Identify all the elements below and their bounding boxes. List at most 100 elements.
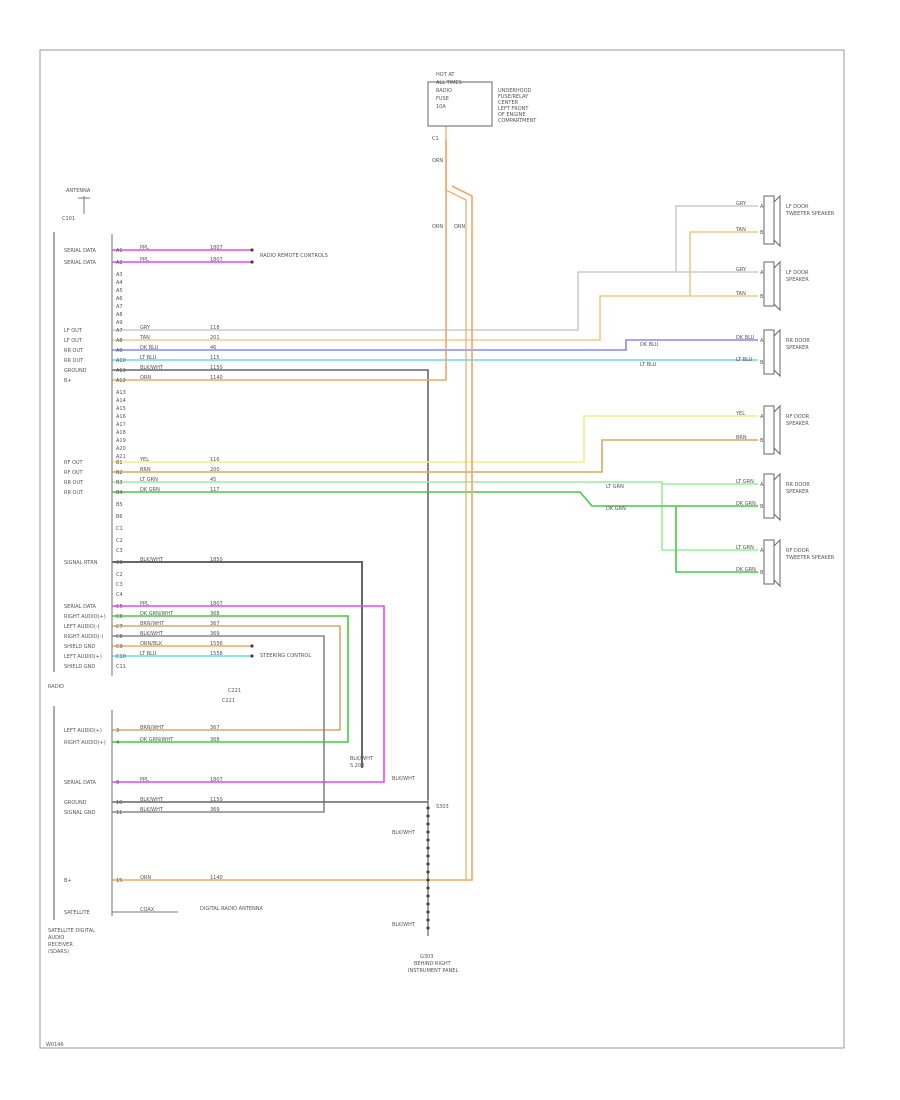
ground-segment: [426, 838, 430, 842]
circuit-number: 1140: [210, 375, 223, 381]
radio-unused-pin: A4: [116, 280, 123, 286]
circuit-number: 200: [210, 467, 220, 473]
fuse-label: RADIO: [436, 88, 452, 94]
speaker-terminal: A: [760, 338, 764, 344]
radio-unused-pin: A6: [116, 296, 123, 302]
circuit-number: 1807: [210, 257, 223, 263]
speaker-cone: [773, 194, 781, 248]
radio-pin-label: GROUND: [64, 368, 87, 374]
radio-unused-pin: B5: [116, 502, 123, 508]
radio-pin-label: SERIAL DATA: [64, 260, 97, 266]
radio-unused-pin: A14: [116, 398, 126, 404]
wire-rr-out-dkblu: [112, 339, 758, 351]
speaker-body: [763, 195, 775, 245]
radio-unused-pin: C3: [116, 582, 123, 588]
antenna-label: ANTENNA: [66, 188, 91, 194]
radio-pin-label: LF OUT: [64, 338, 83, 344]
wire-color-label: BRN: [140, 467, 151, 473]
wire-color-label: BLK/WHT: [140, 557, 164, 563]
radio-pin-number: A1: [116, 248, 123, 254]
wire-color-label: DK BLU: [640, 342, 659, 348]
radio-pin-number: B3: [116, 480, 123, 486]
wire-right-audio-plus: [112, 615, 349, 743]
radio-unused-pin: A17: [116, 422, 126, 428]
ground-label: BLK/WHT: [392, 776, 416, 782]
circuit-number: 46: [210, 345, 216, 351]
speaker-name: SPEAKER: [786, 489, 809, 495]
circuit-number: 368: [210, 737, 220, 743]
antenna-connector: C101: [62, 216, 75, 222]
circuit-number: 1140: [210, 875, 223, 881]
wire-color-label: GRY: [140, 325, 151, 331]
radio-pin-number: B1: [116, 460, 123, 466]
wire-rr-out-dkgrn: [112, 491, 758, 507]
radio-unused-pin: C2: [116, 572, 123, 578]
fuse-label: ALL TIMES: [436, 80, 462, 86]
wire-ground-a11: [112, 369, 429, 800]
speaker-wire-label: GRY: [736, 267, 747, 273]
ground-segment: [426, 822, 430, 826]
radio-pin-label: B+: [64, 378, 72, 384]
wire-color-label: PPL: [140, 257, 149, 263]
wire-color-label: LT BLU: [640, 362, 657, 368]
radio-pin-number: C6: [116, 614, 123, 620]
wire-color-label: DK BLU: [140, 345, 159, 351]
wire-layer: [112, 126, 758, 936]
ground-segment: [426, 862, 430, 866]
circuit-number: 118: [210, 325, 220, 331]
fuse-wire-label: ORN: [432, 224, 443, 230]
circuit-number: 367: [210, 621, 220, 627]
circuit-number: 115: [210, 355, 220, 361]
wire-right-audio-minus: [112, 635, 325, 813]
radio-pin-label: LF OUT: [64, 328, 83, 334]
wire-color-label: PPL: [140, 245, 149, 251]
speaker-wire-label: DK BLU: [736, 335, 755, 341]
radio-pin-number: B4: [116, 490, 123, 496]
wire-signal-return: [112, 561, 363, 768]
speaker-terminal: A: [760, 482, 764, 488]
radio-pin-number: B2: [116, 470, 123, 476]
sdars-pin-number: 11: [116, 810, 122, 816]
ground-segment: [426, 854, 430, 858]
radio-unused-pin: A15: [116, 406, 126, 412]
radio-pin-number: C11: [116, 664, 126, 670]
speaker-cone: [773, 404, 781, 456]
wire-rr-out-dkgrn: [675, 506, 758, 573]
fuse-side-label: CENTER: [498, 100, 519, 106]
sdars-pin-label: B+: [64, 878, 72, 884]
radio-pin-label: RR OUT: [64, 348, 84, 354]
radio-unused-pin: A8: [116, 312, 123, 318]
ground-name: G303: [420, 954, 433, 960]
speaker-wire-label: DK GRN: [736, 567, 756, 573]
radio-pin-label: RF OUT: [64, 460, 84, 466]
fuse-side-label: FUSE/RELAY: [498, 94, 529, 100]
speaker-name: LF DOOR: [786, 270, 809, 276]
radio-pin-number: C7: [116, 624, 123, 630]
dest-radio-remote-controls: RADIO REMOTE CONTROLS: [260, 253, 328, 259]
radio-pin-number: C8: [116, 634, 123, 640]
sdars-pin-label: SERIAL DATA: [64, 780, 97, 786]
speaker-name: LF DOOR: [786, 204, 809, 210]
ground-segment: [426, 814, 430, 818]
radio-pin-number: A11: [116, 368, 126, 374]
ground-label: BLK/WHT: [392, 922, 416, 928]
radio-pin-label: SHIELD GND: [64, 644, 95, 650]
circuit-number: 368: [210, 611, 220, 617]
diagram-border: [39, 49, 845, 1049]
radio-unused-pin: A13: [116, 390, 126, 396]
fuse-label: HOT AT: [436, 72, 455, 78]
circuit-number: 1556: [210, 641, 223, 647]
wire-color-label: LT GRN: [140, 477, 158, 483]
fuse-wire-label: C1: [432, 136, 439, 142]
circuit-number: 1150: [210, 365, 223, 371]
speaker-wire-label: LT BLU: [736, 357, 753, 363]
circuit-number: 1150: [210, 797, 223, 803]
radio-pin-label: RIGHT AUDIO(+): [64, 614, 106, 620]
splice-dot: [250, 654, 254, 658]
ground-segment: [426, 830, 430, 834]
radio-pin-number: C5: [116, 604, 123, 610]
speaker-terminal: B: [760, 360, 764, 366]
wire-color-label: COAX: [140, 907, 155, 913]
wire-lf-out-gry: [112, 205, 758, 331]
radio-unused-pin: A7: [116, 304, 123, 310]
